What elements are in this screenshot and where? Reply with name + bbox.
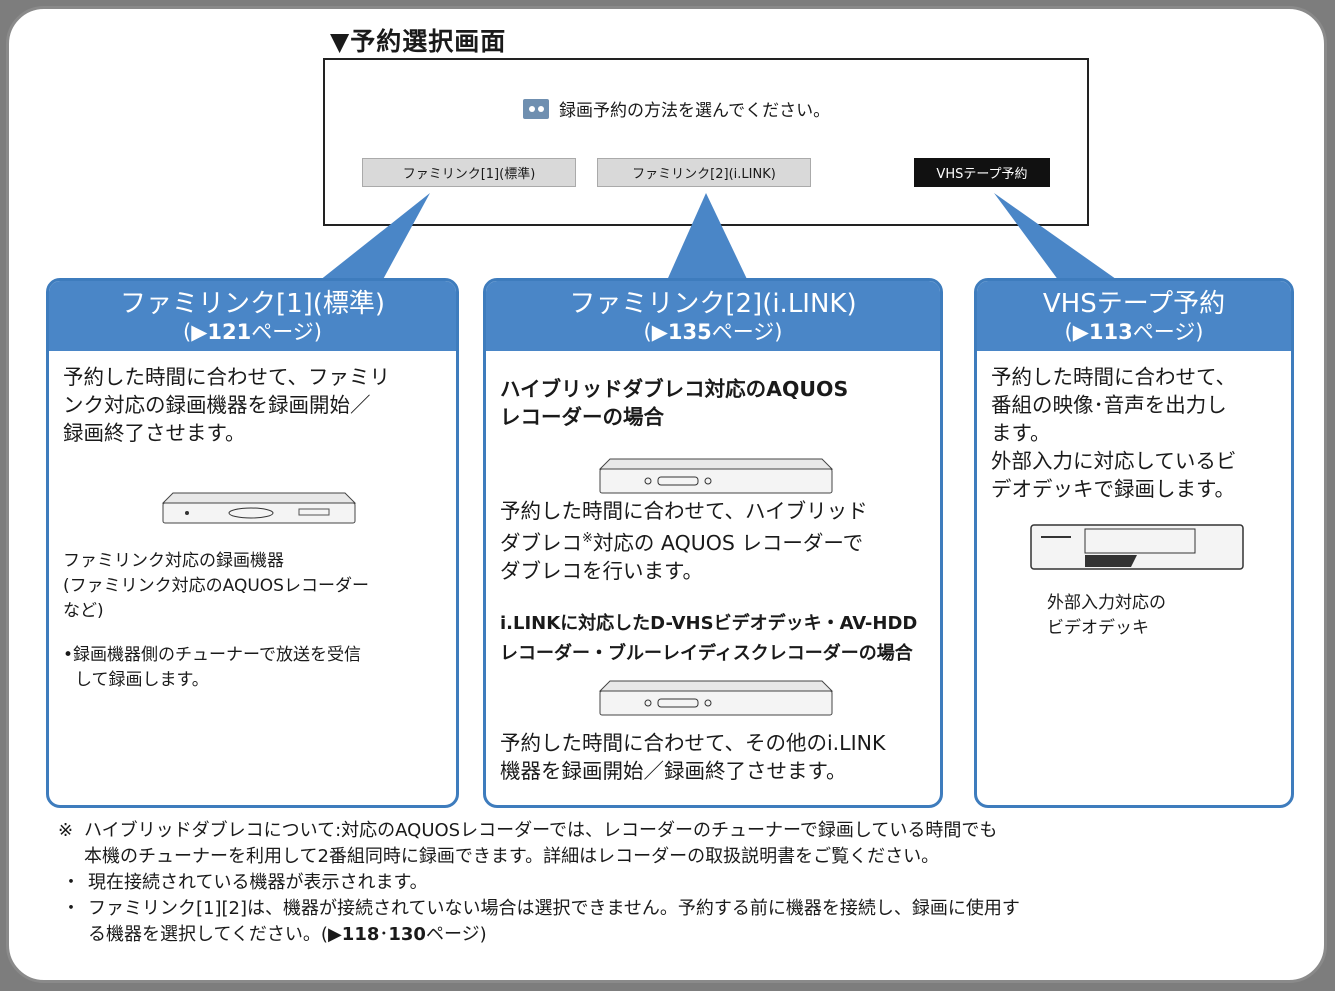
prompt-text: 録画予約の方法を選んでください。 bbox=[559, 101, 831, 121]
card-page-ref[interactable]: (▶121ページ) bbox=[183, 320, 322, 344]
option-familink2-button[interactable]: ファミリンク[2](i.LINK) bbox=[597, 158, 811, 187]
card-body: 予約した時間に合わせて、 番組の映像･音声を出力し ます。 外部入力に対応してい… bbox=[991, 365, 1237, 501]
card-title: ファミリンク[1](標準) bbox=[119, 289, 386, 319]
footnotes: ※ ハイブリッドダブレコについて:対応のAQUOSレコーダーでは、レコーダーのチ… bbox=[58, 818, 1308, 948]
device-caption: ファミリンク対応の録画機器 (ファミリンク対応のAQUOSレコーダー など) bbox=[63, 551, 369, 621]
card-familink1-header: ファミリンク[1](標準) (▶121ページ) bbox=[49, 281, 456, 351]
screen-prompt: 録画予約の方法を選んでください。 bbox=[523, 96, 830, 121]
section-desc: 予約した時間に合わせて、その他のi.LINK 機器を録画開始／録画終了させます。 bbox=[500, 731, 886, 783]
recorder-icon bbox=[598, 458, 834, 494]
pointer-vhs bbox=[994, 193, 1140, 296]
option-vhs-button[interactable]: VHSテープ予約 bbox=[914, 158, 1050, 187]
footnote-familink: ・ ファミリンク[1][2]は、機器が接続されていない場合は選択できません。予約… bbox=[62, 898, 1020, 945]
option-familink1-button[interactable]: ファミリンク[1](標準) bbox=[362, 158, 576, 187]
card-title: VHSテープ予約 bbox=[1042, 289, 1226, 319]
card-body: 予約した時間に合わせて、ファミリ ンク対応の録画機器を録画開始／ 録画終了させま… bbox=[63, 363, 446, 447]
pointer-familink2 bbox=[660, 193, 755, 296]
cassette-icon bbox=[523, 98, 549, 119]
card-page-ref[interactable]: (▶113ページ) bbox=[1064, 320, 1204, 344]
page-ref-link[interactable]: ▶118･130ページ) bbox=[327, 924, 487, 945]
section-desc: 予約した時間に合わせて、ハイブリッド ダブレコ※対応の AQUOS レコーダーで… bbox=[500, 499, 868, 583]
footnote-hybrid: ※ ハイブリッドダブレコについて:対応のAQUOSレコーダーでは、レコーダーのチ… bbox=[58, 820, 998, 867]
card-vhs-header: VHSテープ予約 (▶113ページ) bbox=[977, 281, 1291, 351]
card-page-ref[interactable]: (▶135ページ) bbox=[643, 320, 783, 344]
card-vhs: VHSテープ予約 (▶113ページ) 予約した時間に合わせて、 番組の映像･音声… bbox=[974, 278, 1294, 808]
desc-line: ンク対応の録画機器を録画開始／ bbox=[63, 393, 371, 417]
card-title: ファミリンク[2](i.LINK) bbox=[569, 289, 857, 319]
pointer-familink1 bbox=[300, 193, 430, 296]
recorder-icon bbox=[161, 492, 357, 524]
device-caption: 外部入力対応の ビデオデッキ bbox=[1047, 593, 1166, 638]
desc-line: 予約した時間に合わせて、ファミリ bbox=[63, 365, 390, 389]
card-familink1: ファミリンク[1](標準) (▶121ページ) 予約した時間に合わせて、ファミリ… bbox=[46, 278, 459, 808]
card-familink2: ファミリンク[2](i.LINK) (▶135ページ) ハイブリッドダブレコ対応… bbox=[483, 278, 943, 808]
screen-title: ▼予約選択画面 bbox=[330, 27, 507, 56]
recorder-icon bbox=[598, 680, 834, 716]
section-heading: ハイブリッドダブレコ対応のAQUOS レコーダーの場合 bbox=[500, 377, 849, 429]
card-note: •録画機器側のチューナーで放送を受信 して録画します。 bbox=[63, 645, 362, 690]
desc-line: 録画終了させます。 bbox=[63, 421, 246, 445]
footnote-connected: ・ 現在接続されている機器が表示されます。 bbox=[62, 872, 428, 893]
card-familink2-header: ファミリンク[2](i.LINK) (▶135ページ) bbox=[486, 281, 940, 351]
vcr-icon bbox=[1030, 524, 1244, 570]
section-heading: i.LINKに対応したD-VHSビデオデッキ・AV-HDD レコーダー・ブルーレ… bbox=[500, 613, 918, 664]
